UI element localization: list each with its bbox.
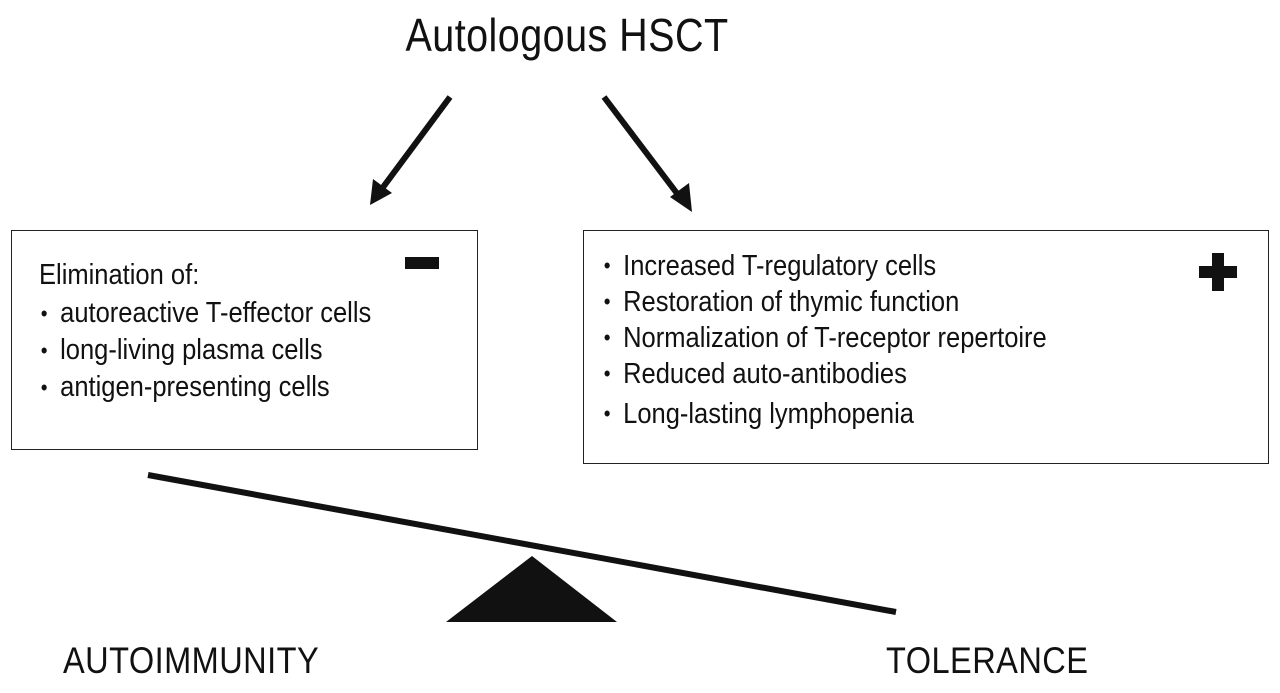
- arrow-left: [375, 95, 453, 196]
- plus-icon: [1199, 253, 1237, 291]
- restoration-box: •Increased T-regulatory cells •Restorati…: [583, 230, 1269, 464]
- list-item: •Long-lasting lymphopenia: [603, 398, 914, 430]
- arrow-left-head: [370, 179, 392, 205]
- bullet-icon: •: [40, 375, 48, 400]
- list-item: •long-living plasma cells: [39, 332, 371, 369]
- elimination-heading: Elimination of:: [39, 259, 200, 291]
- list-item: •Increased T-regulatory cells: [603, 250, 937, 282]
- restoration-list: •Increased T-regulatory cells •Restorati…: [602, 248, 1107, 432]
- autoimmunity-label: AUTOIMMUNITY: [63, 640, 320, 681]
- arrow-right-head: [670, 183, 692, 212]
- bullet-icon: •: [603, 325, 611, 350]
- list-item: •antigen-presenting cells: [39, 369, 371, 406]
- bullet-icon: •: [603, 253, 611, 278]
- tolerance-label: TOLERANCE: [886, 640, 1089, 681]
- list-item: •Normalization of T-receptor repertoire: [603, 322, 1047, 354]
- bullet-icon: •: [40, 301, 48, 326]
- bullet-icon: •: [603, 289, 611, 314]
- bullet-icon: •: [603, 361, 611, 386]
- balance-fulcrum: [446, 556, 617, 622]
- balance-beam: [147, 472, 897, 615]
- list-item: •autoreactive T-effector cells: [39, 295, 371, 332]
- list-item: •Reduced auto-antibodies: [603, 358, 907, 390]
- bullet-icon: •: [603, 401, 611, 426]
- diagram-title: Autologous HSCT: [405, 9, 729, 61]
- elimination-box: Elimination of: •autoreactive T-effector…: [11, 230, 478, 450]
- elimination-list: •autoreactive T-effector cells •long-liv…: [39, 295, 417, 406]
- list-item: •Restoration of thymic function: [603, 286, 960, 318]
- arrow-right: [601, 95, 685, 202]
- bullet-icon: •: [40, 338, 48, 363]
- minus-icon: [405, 257, 439, 269]
